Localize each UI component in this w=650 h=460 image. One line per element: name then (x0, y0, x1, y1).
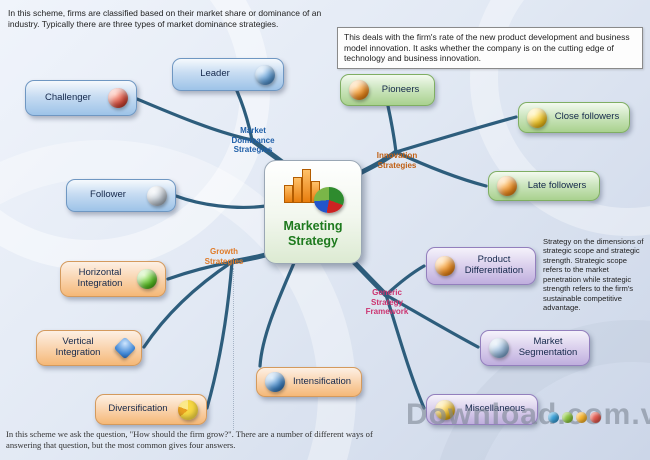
watermark-dot-green (562, 412, 573, 423)
connector-follower (174, 194, 268, 209)
node-challenger-label: Challenger (45, 91, 91, 103)
silver-sphere-icon (147, 185, 167, 206)
node-horizontal-integration[interactable]: Horizontal Integration (60, 261, 166, 297)
connector-product-differentiation (384, 264, 426, 297)
node-leader[interactable]: Leader (172, 58, 284, 91)
connector-leader (235, 89, 254, 142)
blue-diamond-icon (113, 336, 137, 360)
pie-chart-icon (178, 399, 198, 420)
node-market-segmentation-label: Market Segmentation (518, 336, 578, 358)
magnifier-sphere-icon (265, 372, 285, 392)
node-product-differentiation-label: Product Differentiation (464, 254, 524, 276)
watermark-dot-red (590, 412, 601, 423)
annotation-innovation: This deals with the firm's rate of the n… (337, 27, 643, 69)
branch-label-generic[interactable]: Generic Strategy Framework (365, 288, 409, 317)
connector-late-followers (394, 150, 488, 188)
node-vertical-integration-label: Vertical Integration (55, 336, 101, 358)
orange-sphere-icon (497, 176, 517, 196)
node-late-followers-label: Late followers (527, 179, 587, 191)
node-miscellaneous-label: Miscellaneous (464, 403, 526, 415)
node-pioneers-label: Pioneers (381, 83, 420, 95)
connector-market-segmentation (384, 293, 480, 349)
node-market-segmentation[interactable]: Market Segmentation (480, 330, 590, 366)
node-intensification[interactable]: Intensification (256, 367, 362, 397)
connector-pioneers (386, 104, 398, 154)
node-challenger[interactable]: Challenger (25, 80, 137, 116)
node-close-followers-label: Close followers (554, 111, 620, 123)
branch-label-growth[interactable]: Growth Strategies (204, 247, 244, 266)
connector-vertical (142, 260, 234, 349)
central-node-title: Marketing Strategy (283, 219, 343, 248)
annotation-generic: Strategy on the dimensions of strategic … (543, 237, 644, 313)
node-vertical-integration[interactable]: Vertical Integration (36, 330, 142, 366)
annotation-growth: In this scheme we ask the question, "How… (6, 429, 373, 450)
yellow-sphere-icon (527, 107, 547, 128)
node-horizontal-integration-label: Horizontal Integration (77, 267, 123, 289)
connector-close-followers (394, 115, 518, 154)
node-intensification-label: Intensification (292, 375, 352, 387)
orange-sphere-icon (349, 80, 369, 100)
coins-icon (435, 399, 455, 420)
people-icon (489, 338, 509, 358)
connector-miscellaneous (384, 293, 426, 410)
watermark: Download.com.vn (406, 398, 650, 431)
node-diversification-label: Diversification (108, 403, 168, 415)
chart-icon (282, 169, 344, 213)
node-follower-label: Follower (90, 189, 126, 201)
boxing-gloves-icon (108, 88, 128, 108)
connector-horizontal (166, 260, 234, 281)
branch-label-market-dominance[interactable]: Market Dominance Strategies (231, 126, 275, 155)
orange-sphere-icon (435, 256, 455, 276)
pie-chart-icon (314, 187, 344, 213)
key-icon (255, 64, 275, 85)
watermark-dot-yellow (576, 412, 587, 423)
node-diversification[interactable]: Diversification (95, 394, 207, 425)
node-product-differentiation[interactable]: Product Differentiation (426, 247, 536, 285)
connector-intensification (258, 261, 296, 368)
node-miscellaneous[interactable]: Miscellaneous (426, 394, 538, 425)
node-close-followers[interactable]: Close followers (518, 102, 630, 133)
dotted-divider (233, 268, 234, 430)
connector-challenger (135, 97, 254, 142)
annotation-market-dominance: In this scheme, firms are classified bas… (8, 8, 322, 29)
central-node-marketing-strategy[interactable]: Marketing Strategy (264, 160, 362, 264)
node-follower[interactable]: Follower (66, 179, 176, 212)
node-late-followers[interactable]: Late followers (488, 171, 600, 201)
node-pioneers[interactable]: Pioneers (340, 74, 435, 106)
branch-label-innovation[interactable]: Innovation Strategies (376, 151, 418, 170)
watermark-dot-blue (548, 412, 559, 423)
connector-diversification (205, 260, 234, 410)
node-leader-label: Leader (200, 68, 230, 80)
green-sphere-icon (137, 269, 157, 289)
